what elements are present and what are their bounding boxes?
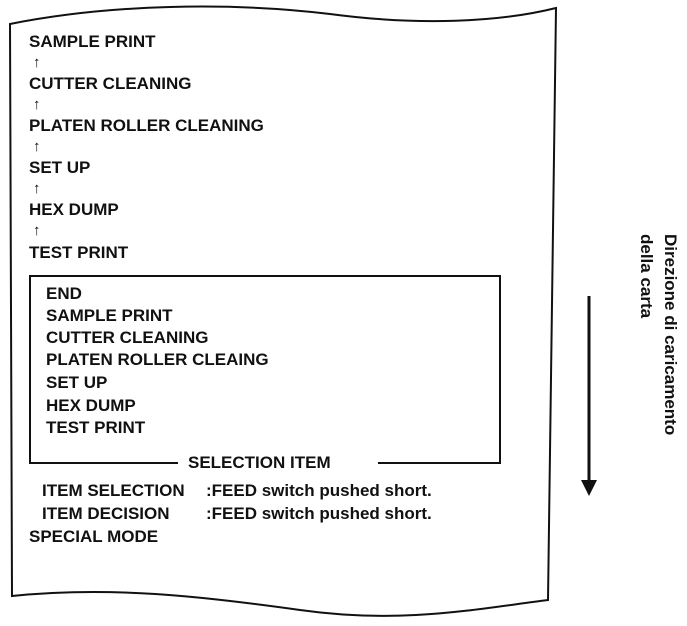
- selection-item-end: END: [46, 284, 82, 303]
- selection-box-frame: [29, 275, 501, 464]
- selection-box-caption: SELECTION ITEM: [188, 453, 331, 472]
- selection-item-sample-print: SAMPLE PRINT: [46, 306, 173, 325]
- up-arrow-icon: ↑: [33, 138, 41, 155]
- paper-direction-arrowhead: [581, 480, 597, 496]
- menu-item-cutter-cleaning: CUTTER CLEANING: [29, 74, 192, 93]
- menu-item-test-print: TEST PRINT: [29, 243, 129, 262]
- paper-direction-caption-line2: della carta: [637, 234, 656, 319]
- up-arrow-icon: ↑: [33, 180, 41, 197]
- instruction-value-item-decision: :FEED switch pushed short.: [206, 504, 432, 523]
- selection-item-test-print: TEST PRINT: [46, 418, 146, 437]
- instruction-label-item-decision: ITEM DECISION: [42, 504, 170, 523]
- menu-item-platen-roller-cleaning: PLATEN ROLLER CLEANING: [29, 116, 264, 135]
- instruction-label-item-selection: ITEM SELECTION: [42, 481, 185, 500]
- paper-outline: [8, 5, 558, 617]
- up-arrow-icon: ↑: [33, 96, 41, 113]
- up-arrow-icon: ↑: [33, 222, 41, 239]
- special-mode-label: SPECIAL MODE: [29, 527, 159, 546]
- selection-item-platen-roller-cleaing: PLATEN ROLLER CLEAING: [46, 350, 269, 369]
- instruction-value-item-selection: :FEED switch pushed short.: [206, 481, 432, 500]
- menu-item-set-up: SET UP: [29, 158, 91, 177]
- up-arrow-icon: ↑: [33, 54, 41, 71]
- selection-item-hex-dump: HEX DUMP: [46, 396, 136, 415]
- selection-item-set-up: SET UP: [46, 373, 108, 392]
- paper-direction-caption-line1: Direzione di caricamento: [661, 234, 680, 436]
- menu-item-sample-print: SAMPLE PRINT: [29, 32, 156, 51]
- menu-item-hex-dump: HEX DUMP: [29, 200, 119, 219]
- selection-item-cutter-cleaning: CUTTER CLEANING: [46, 328, 209, 347]
